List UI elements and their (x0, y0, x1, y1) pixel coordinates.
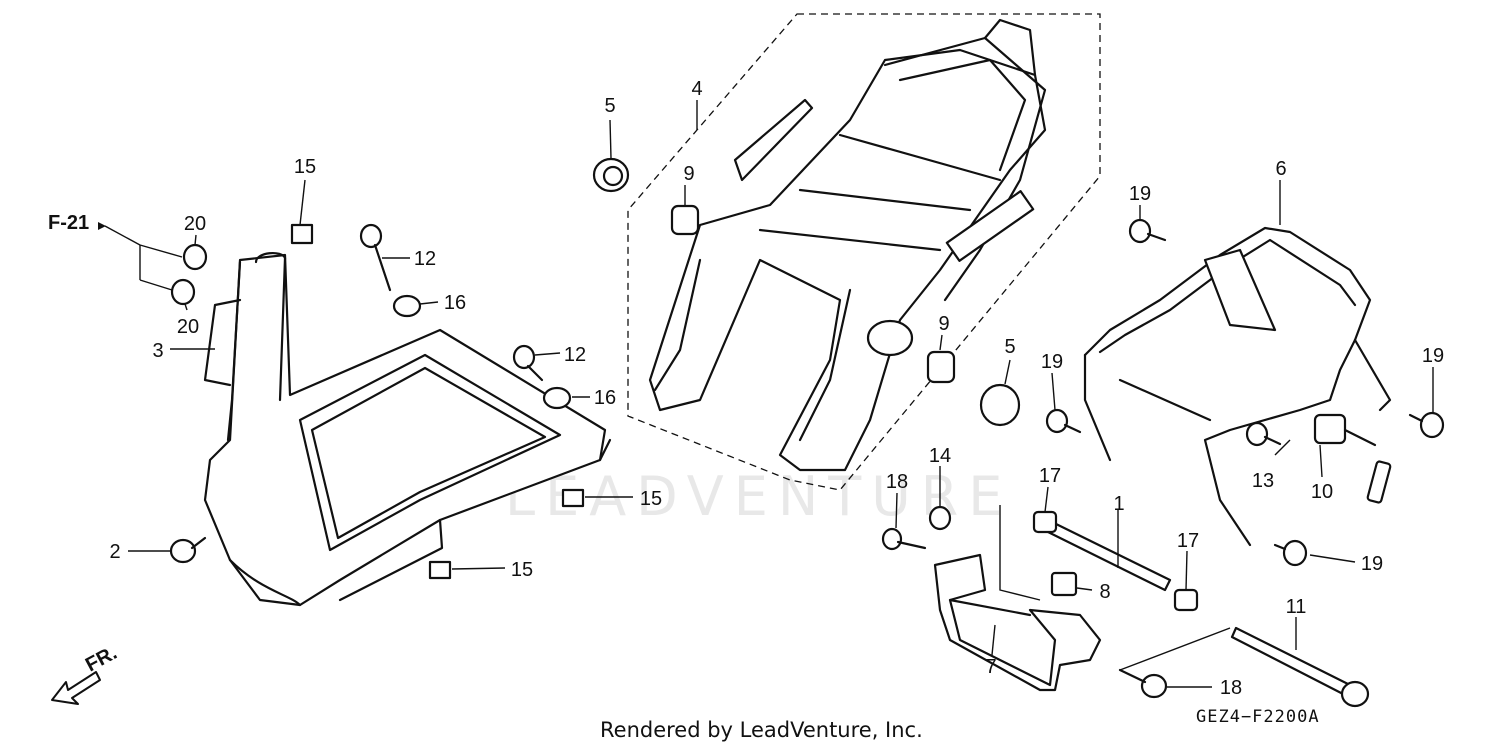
callout-3: 3 (152, 340, 163, 362)
bolt-2[interactable] (169, 536, 207, 564)
callout-16b: 16 (594, 387, 616, 409)
callout-11: 11 (1286, 596, 1307, 618)
floor-frame-part[interactable] (203, 252, 612, 607)
callout-9b: 9 (938, 313, 949, 335)
bushing-9-lower[interactable] (926, 350, 956, 384)
clip-nut-15-mid[interactable] (561, 488, 585, 508)
callout-8: 8 (1099, 581, 1110, 603)
bolt-18-upper[interactable] (881, 527, 927, 551)
callout-9a: 9 (683, 163, 694, 185)
callout-19c: 19 (1422, 345, 1444, 367)
callout-12a: 12 (414, 248, 436, 270)
callout-labels: 1 2 3 4 5 5 6 7 8 9 9 10 11 12 12 13 14 … (109, 78, 1444, 699)
nut-16-upper[interactable] (392, 294, 422, 318)
callout-15c: 15 (511, 559, 533, 581)
callout-19a: 19 (1129, 183, 1151, 205)
nut-14[interactable] (928, 505, 952, 531)
callout-12b: 12 (564, 344, 586, 366)
callout-15b: 15 (640, 488, 662, 510)
diagram-code: GEZ4−F2200A (1196, 707, 1320, 727)
callout-20a: 20 (184, 213, 206, 235)
clip-8[interactable] (1050, 571, 1078, 597)
step-bracket-part[interactable] (933, 553, 1102, 692)
callout-18a: 18 (886, 471, 908, 493)
bolt-11[interactable] (1230, 626, 1370, 708)
reference-label: F-21 (48, 212, 89, 234)
bolt-19-d[interactable] (1273, 539, 1308, 567)
bolt-19-b[interactable] (1045, 408, 1082, 434)
callout-17b: 17 (1177, 530, 1199, 552)
bolt-13[interactable] (1245, 421, 1282, 447)
grommet-5-upper[interactable] (592, 157, 630, 193)
callout-2: 2 (109, 541, 120, 563)
bolt-12-upper[interactable] (359, 223, 392, 292)
clip-nut-15-top[interactable] (290, 223, 314, 245)
callout-17a: 17 (1039, 465, 1061, 487)
callout-16a: 16 (444, 292, 466, 314)
bushing-9-upper[interactable] (670, 204, 700, 236)
callout-4: 4 (691, 78, 702, 100)
collar-17-right[interactable] (1173, 588, 1199, 612)
collar-17-left[interactable] (1032, 510, 1058, 534)
callout-6: 6 (1275, 158, 1286, 180)
direction-label: FR. (82, 642, 121, 677)
clip-nut-15-low[interactable] (428, 560, 452, 580)
callout-20b: 20 (177, 316, 199, 338)
arrow-icon (98, 222, 106, 230)
front-direction-arrow-icon (51, 671, 101, 705)
assembly-outline (627, 13, 1101, 491)
rear-carrier-part[interactable] (1083, 226, 1392, 547)
nut-16-lower[interactable] (542, 386, 572, 410)
cap-5-lower[interactable] (979, 383, 1021, 427)
leader-lines (104, 100, 1434, 688)
callout-15a: 15 (294, 156, 316, 178)
callout-7: 7 (985, 656, 996, 678)
bolt-19-a[interactable] (1128, 218, 1167, 244)
callout-5a: 5 (604, 95, 615, 117)
bolt-19-c[interactable] (1408, 411, 1445, 439)
callout-19b: 19 (1041, 351, 1063, 373)
bolt-18-lower[interactable] (1118, 668, 1168, 699)
callout-13: 13 (1252, 470, 1274, 492)
callout-1: 1 (1113, 493, 1124, 515)
callout-18b: 18 (1220, 677, 1242, 699)
callout-5b: 5 (1004, 336, 1015, 358)
callout-19d: 19 (1361, 553, 1383, 575)
key-lock-10[interactable] (1313, 413, 1392, 504)
bolt-12-lower[interactable] (512, 344, 544, 382)
bolt-20-upper[interactable] (182, 243, 208, 271)
bolt-20-lower[interactable] (170, 278, 196, 306)
main-frame-part[interactable] (648, 18, 1047, 472)
credit-text: Rendered by LeadVenture, Inc. (600, 718, 923, 742)
callout-14: 14 (929, 445, 951, 467)
callout-10: 10 (1311, 481, 1333, 503)
